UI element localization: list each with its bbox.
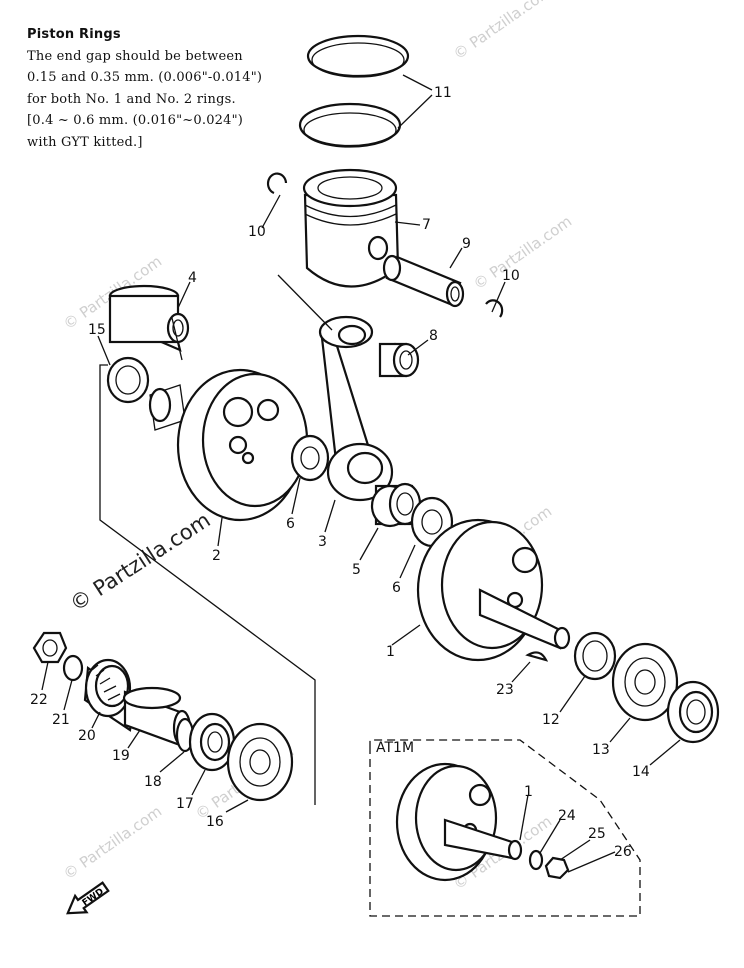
thrust-washer-15 [106, 356, 150, 404]
ball-bearing-16 [226, 722, 294, 802]
callout-16: 16 [206, 814, 224, 830]
callout-12: 12 [542, 712, 560, 728]
callout-7: 7 [422, 217, 431, 233]
callout-3: 3 [318, 534, 327, 550]
callout-8: 8 [429, 328, 438, 344]
callout-21: 21 [52, 712, 70, 728]
note-line: with GYT kitted.] [27, 134, 143, 150]
callout-22: 22 [30, 692, 48, 708]
callout-20: 20 [78, 728, 96, 744]
callout-5: 5 [352, 562, 361, 578]
piston-pin [382, 254, 465, 308]
crank-half-left [148, 368, 309, 522]
callout-9: 9 [462, 236, 471, 252]
callout-6-upper: 6 [286, 516, 295, 532]
callout-25: 25 [588, 826, 606, 842]
inset-label: AT1M [376, 740, 414, 756]
at1m-inset: AT1M [369, 739, 641, 917]
callout-6-lower: 6 [392, 580, 401, 596]
callout-4: 4 [188, 270, 197, 286]
note-title: Piston Rings [27, 27, 121, 42]
note-line: [0.4 ~ 0.6 mm. (0.016"~0.024") [27, 113, 244, 128]
callout-19: 19 [112, 748, 130, 764]
primary-drive-gear [83, 658, 137, 732]
crank-pin [108, 284, 190, 352]
callout-10-left: 10 [248, 224, 266, 240]
callout-17: 17 [176, 796, 194, 812]
callout-1-inset: 1 [524, 784, 533, 800]
oil-seal-17 [188, 712, 236, 772]
callout-24: 24 [558, 808, 576, 824]
needle-bearing-small-end [378, 342, 420, 378]
shim-6-upper [290, 434, 330, 482]
thrust-washer-12 [573, 631, 617, 681]
watermark-text: © Partzilla.com [450, 0, 555, 63]
forward-direction-arrow: FWD [66, 881, 110, 915]
callout-1: 1 [386, 644, 395, 660]
needle-bearing-big-end [370, 482, 422, 528]
assembly-guide-lines [99, 274, 333, 805]
oil-seal-14 [666, 680, 720, 744]
leader-lines [41, 74, 681, 873]
callout-14: 14 [632, 764, 650, 780]
callout-2: 2 [212, 548, 221, 564]
callout-23: 23 [496, 682, 514, 698]
note-line: 0.15 and 0.35 mm. (0.006"-0.014") [27, 70, 263, 85]
washer-21 [62, 654, 84, 682]
callout-26: 26 [614, 844, 632, 860]
circlip-right [485, 299, 504, 318]
nut-22 [32, 631, 68, 664]
callout-15: 15 [88, 322, 106, 338]
callout-11: 11 [434, 85, 452, 101]
callout-13: 13 [592, 742, 610, 758]
piston-rings-note: Piston Rings The end gap should be betwe… [27, 24, 317, 153]
woodruff-key [525, 651, 549, 662]
crank-half-right [416, 518, 571, 662]
note-line: The end gap should be between [27, 48, 243, 64]
watermark-text: © Partzilla.com [60, 802, 165, 883]
piston [302, 168, 400, 288]
ball-bearing-13 [611, 642, 679, 722]
callout-numbers: 11 7 10 9 10 4 8 15 6 3 2 5 6 1 23 12 13… [30, 85, 650, 860]
circlip-left [266, 172, 288, 195]
note-line: for both No. 1 and No. 2 rings. [27, 91, 236, 107]
piston-ring-upper [306, 34, 410, 78]
watermark-text: © Partzilla.com [470, 212, 575, 293]
watermark-text: © Partzilla.com [66, 508, 215, 616]
callout-18: 18 [144, 774, 162, 790]
piston-ring-lower [298, 102, 402, 148]
callout-10-right: 10 [502, 268, 520, 284]
